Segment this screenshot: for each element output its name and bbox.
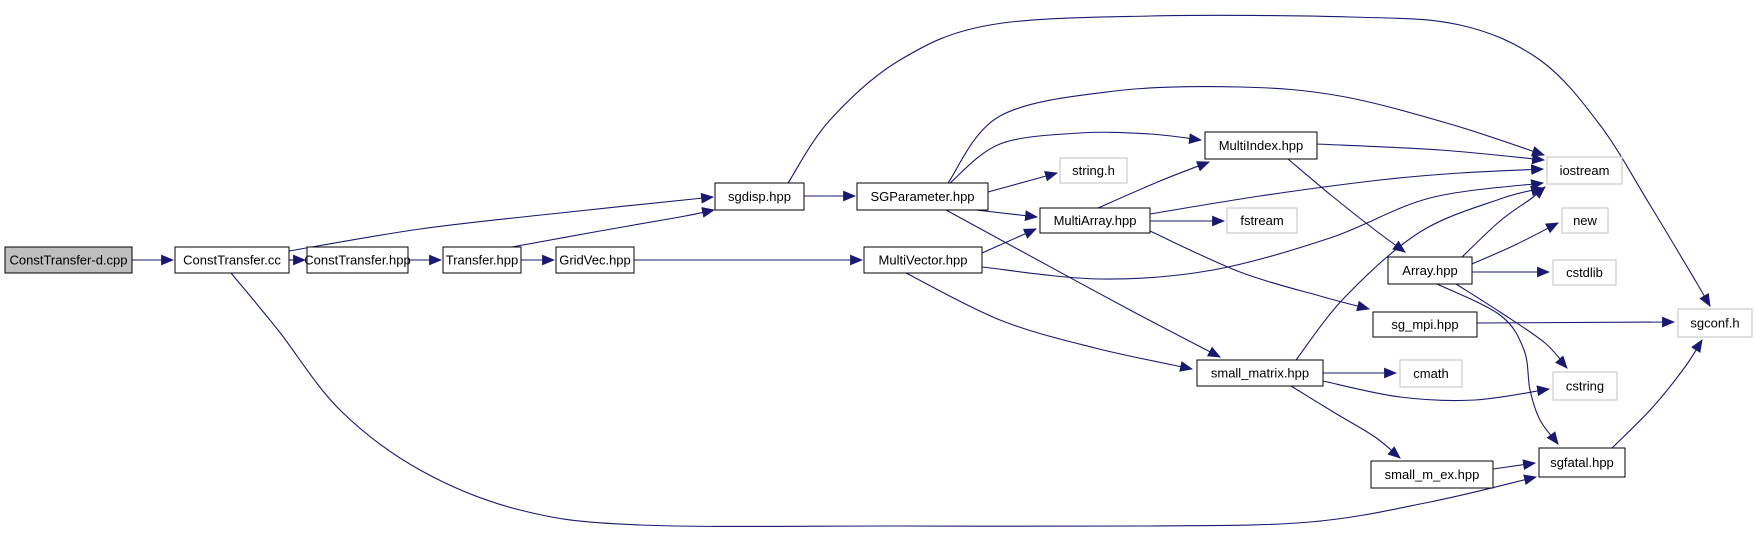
edge-small_matrix.hpp-to-iostream: [1295, 185, 1545, 361]
node-Transfer.hpp[interactable]: Transfer.hpp: [442, 246, 522, 274]
edge-SGParameter.hpp-to-MultiIndex.hpp: [949, 131, 1203, 184]
node-box-MultiVector.hpp: [863, 246, 983, 274]
node-label-string.h: string.h: [1072, 163, 1115, 178]
node-fstream: fstream: [1226, 207, 1298, 234]
node-box-cstdlib: [1552, 259, 1617, 286]
edge-MultiVector.hpp-to-small_matrix.hpp: [905, 272, 1194, 372]
node-MultiVector.hpp[interactable]: MultiVector.hpp: [863, 246, 983, 274]
edge-small_m_ex.hpp-to-sgfatal.hpp: [1492, 459, 1537, 471]
node-box-fstream: [1226, 207, 1298, 234]
node-box-small_matrix.hpp: [1196, 359, 1324, 387]
edge-MultiArray.hpp-to-iostream: [1149, 164, 1545, 215]
node-label-fstream: fstream: [1240, 213, 1283, 228]
node-label-ConstTransfer.cc: ConstTransfer.cc: [183, 253, 281, 268]
node-label-cstdlib: cstdlib: [1566, 265, 1603, 280]
node-box-MultiArray.hpp: [1039, 207, 1151, 234]
node-small_m_ex.hpp[interactable]: small_m_ex.hpp: [1370, 460, 1494, 489]
edge-Transfer.hpp-to-sgdisp.hpp: [511, 207, 716, 248]
node-cmath: cmath: [1399, 359, 1463, 388]
node-box-Array.hpp: [1387, 256, 1473, 285]
node-label-new: new: [1573, 213, 1597, 228]
node-sg_mpi.hpp[interactable]: sg_mpi.hpp: [1372, 311, 1478, 338]
edge-MultiVector.hpp-to-iostream: [981, 179, 1545, 280]
edge-ConstTransfer.cc-to-sgfatal.hpp: [230, 272, 1538, 528]
node-box-sgconf.h: [1677, 308, 1753, 338]
edge-small_matrix.hpp-to-cstring: [1322, 380, 1551, 402]
node-box-cstring: [1552, 371, 1618, 401]
node-label-ConstTransfer-d.cpp: ConstTransfer-d.cpp: [9, 253, 127, 268]
edge-MultiArray.hpp-to-MultiIndex.hpp: [1097, 161, 1211, 209]
node-box-small_m_ex.hpp: [1370, 460, 1494, 489]
node-box-MultiIndex.hpp: [1204, 131, 1318, 160]
edge-SGParameter.hpp-to-MultiArray.hpp: [975, 209, 1039, 222]
edge-Array.hpp-to-cstring: [1455, 283, 1568, 369]
node-box-GridVec.hpp: [555, 246, 635, 274]
node-box-Transfer.hpp: [442, 246, 522, 274]
node-MultiIndex.hpp[interactable]: MultiIndex.hpp: [1204, 131, 1318, 160]
node-MultiArray.hpp[interactable]: MultiArray.hpp: [1039, 207, 1151, 234]
edge-SGParameter.hpp-to-small_matrix.hpp: [945, 209, 1221, 358]
node-small_matrix.hpp[interactable]: small_matrix.hpp: [1196, 359, 1324, 387]
node-label-MultiArray.hpp: MultiArray.hpp: [1054, 213, 1137, 228]
node-sgconf.h: sgconf.h: [1677, 308, 1753, 338]
edge-sgfatal.hpp-to-sgconf.h: [1611, 339, 1703, 449]
node-box-SGParameter.hpp: [856, 182, 989, 211]
edge-Array.hpp-to-new: [1471, 222, 1559, 265]
node-label-GridVec.hpp: GridVec.hpp: [559, 253, 631, 268]
node-sgdisp.hpp[interactable]: sgdisp.hpp: [714, 182, 805, 211]
node-label-iostream: iostream: [1560, 163, 1610, 178]
node-sgfatal.hpp[interactable]: sgfatal.hpp: [1538, 447, 1626, 478]
node-label-cmath: cmath: [1413, 366, 1448, 381]
edge-MultiVector.hpp-to-MultiArray.hpp: [981, 228, 1037, 254]
node-label-cstring: cstring: [1566, 379, 1604, 394]
node-label-Array.hpp: Array.hpp: [1402, 263, 1457, 278]
node-box-ConstTransfer.cc: [174, 246, 290, 274]
node-new: new: [1561, 207, 1609, 234]
node-Array.hpp[interactable]: Array.hpp: [1387, 256, 1473, 285]
edge-Array.hpp-to-sgfatal.hpp: [1436, 283, 1559, 445]
node-cstring: cstring: [1552, 371, 1618, 401]
edge-ConstTransfer.cc-to-sgdisp.hpp: [288, 192, 715, 252]
node-label-SGParameter.hpp: SGParameter.hpp: [870, 189, 974, 204]
node-box-ConstTransfer-d.cpp: [4, 246, 133, 274]
node-string.h: string.h: [1059, 157, 1128, 184]
node-box-iostream: [1546, 156, 1623, 185]
node-label-sg_mpi.hpp: sg_mpi.hpp: [1391, 317, 1458, 332]
edge-MultiArray.hpp-to-sg_mpi.hpp: [1149, 230, 1371, 312]
node-iostream: iostream: [1546, 156, 1623, 185]
node-box-sgdisp.hpp: [714, 182, 805, 211]
node-box-sg_mpi.hpp: [1372, 311, 1478, 338]
edge-sg_mpi.hpp-to-sgconf.h: [1476, 316, 1676, 328]
node-GridVec.hpp[interactable]: GridVec.hpp: [555, 246, 635, 274]
node-box-string.h: [1059, 157, 1128, 184]
node-label-MultiIndex.hpp: MultiIndex.hpp: [1219, 138, 1304, 153]
edge-MultiIndex.hpp-to-Array.hpp: [1287, 158, 1406, 253]
edge-SGParameter.hpp-to-iostream: [947, 86, 1546, 184]
edges-layer: [132, 14, 1711, 528]
node-box-new: [1561, 207, 1609, 234]
node-label-sgdisp.hpp: sgdisp.hpp: [728, 189, 791, 204]
node-ConstTransfer.cc[interactable]: ConstTransfer.cc: [174, 246, 290, 274]
node-label-small_m_ex.hpp: small_m_ex.hpp: [1385, 467, 1480, 482]
node-ConstTransfer.hpp[interactable]: ConstTransfer.hpp: [304, 246, 411, 274]
node-cstdlib: cstdlib: [1552, 259, 1617, 286]
edge-sgdisp.hpp-to-sgconf.h: [787, 14, 1711, 307]
edge-small_matrix.hpp-to-small_m_ex.hpp: [1290, 385, 1401, 459]
node-box-cmath: [1399, 359, 1463, 388]
node-label-small_matrix.hpp: small_matrix.hpp: [1211, 366, 1309, 381]
node-ConstTransfer-d.cpp[interactable]: ConstTransfer-d.cpp: [4, 246, 133, 274]
node-label-sgfatal.hpp: sgfatal.hpp: [1550, 455, 1614, 470]
edge-SGParameter.hpp-to-string.h: [987, 170, 1059, 193]
node-label-Transfer.hpp: Transfer.hpp: [446, 253, 519, 268]
node-label-MultiVector.hpp: MultiVector.hpp: [879, 253, 968, 268]
edge-MultiIndex.hpp-to-iostream: [1316, 143, 1546, 165]
node-SGParameter.hpp[interactable]: SGParameter.hpp: [856, 182, 989, 211]
node-label-ConstTransfer.hpp: ConstTransfer.hpp: [304, 253, 410, 268]
node-box-sgfatal.hpp: [1538, 447, 1626, 478]
node-label-sgconf.h: sgconf.h: [1690, 316, 1739, 331]
node-box-ConstTransfer.hpp: [306, 246, 409, 274]
nodes-layer: ConstTransfer-d.cpp ConstTransfer.cc Const…: [4, 131, 1753, 489]
